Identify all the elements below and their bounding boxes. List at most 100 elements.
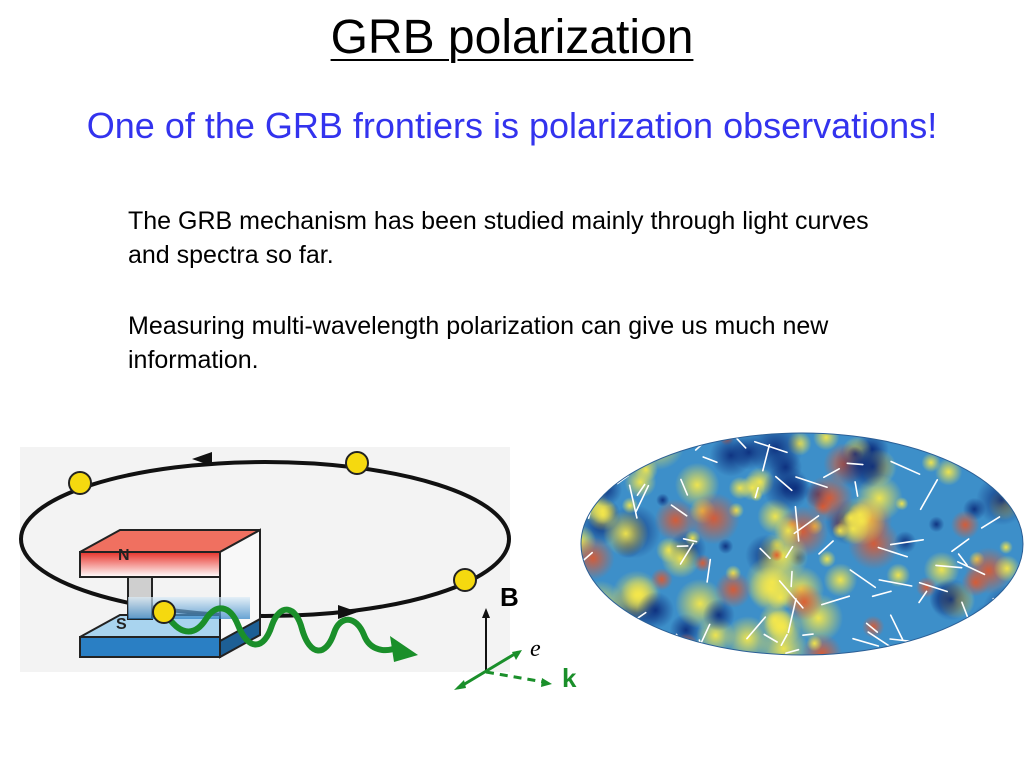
polarization-vector	[746, 616, 767, 640]
polarization-vector	[865, 622, 879, 633]
cmb-fluctuation	[617, 433, 662, 458]
cmb-fluctuation	[929, 578, 972, 621]
electron-4	[152, 600, 176, 624]
polarization-vector	[980, 516, 1001, 529]
cmb-fluctuation	[993, 555, 1021, 582]
cmb-fluctuation	[606, 621, 623, 638]
cmb-fluctuation	[603, 510, 649, 557]
electron-1	[68, 471, 92, 495]
polarization-vector	[889, 614, 904, 641]
polarization-vector	[854, 481, 859, 497]
cmb-fluctuation	[621, 497, 639, 514]
cmb-fluctuation	[935, 458, 963, 486]
polarization-vector	[821, 595, 851, 606]
cmb-fluctuation	[950, 510, 980, 540]
polarization-vector	[635, 484, 650, 513]
k-vector	[485, 670, 545, 684]
polarization-vector	[890, 460, 921, 476]
cmb-fluctuation	[728, 476, 752, 500]
field-vector-diagram: B e k	[454, 582, 577, 693]
cmb-fluctuation	[688, 492, 740, 545]
slide-subtitle: One of the GRB frontiers is polarization…	[86, 105, 938, 146]
polarization-vector	[957, 553, 968, 566]
polarization-vector	[1001, 433, 1023, 438]
polarization-vector	[754, 486, 759, 499]
cmb-fluctuation	[639, 637, 672, 655]
cmb-fluctuation	[805, 474, 854, 522]
paragraph-light-curves: The GRB mechanism has been studied mainl…	[128, 207, 869, 269]
polarization-vector	[919, 478, 939, 511]
cmb-fluctuation	[704, 649, 717, 655]
polarization-vector	[759, 547, 771, 560]
polarization-vector	[794, 505, 800, 542]
polarization-vector	[871, 590, 892, 598]
slide-title: GRB polarization	[330, 11, 694, 64]
cmb-fluctuation	[886, 563, 911, 588]
cmb-fluctuation	[988, 433, 1015, 446]
polarization-vector	[992, 597, 1012, 605]
polarization-vector	[778, 580, 804, 609]
polarization-vector	[823, 467, 841, 479]
cmb-fluctuation	[747, 566, 794, 612]
polarization-vector	[628, 484, 638, 519]
e-label: e	[530, 636, 541, 662]
cmb-fluctuation	[764, 609, 796, 642]
polarization-vector	[785, 545, 794, 559]
polarization-vector	[1007, 468, 1019, 475]
polarization-vector	[818, 540, 834, 555]
synchrotron-orbit-diagram: N S	[19, 447, 511, 672]
polarization-vector	[802, 633, 814, 636]
orbit-arrow-top-icon	[192, 452, 212, 466]
magnet-south-label: S	[116, 616, 127, 633]
electron-orbit	[19, 460, 511, 618]
cmb-fluctuation	[925, 629, 971, 655]
cmb-fluctuation	[709, 434, 752, 477]
polarization-vector	[787, 598, 797, 634]
cmb-fluctuation	[717, 538, 734, 554]
polarization-vector	[951, 538, 970, 553]
b-arrow-icon	[482, 608, 490, 618]
photon-wave	[165, 605, 401, 654]
polarization-vector	[763, 633, 778, 643]
polarization-vector	[790, 570, 793, 588]
polarization-vector	[780, 633, 788, 646]
cmb-fluctuation	[647, 433, 663, 449]
e-vector	[457, 650, 519, 690]
polarization-vector	[679, 542, 694, 565]
polarization-vector	[1009, 647, 1019, 655]
polarization-vector	[852, 637, 880, 647]
cmb-fluctuation	[763, 465, 810, 512]
polarization-vector	[956, 561, 986, 576]
polarization-vector	[650, 635, 677, 655]
polarization-vector	[775, 475, 793, 492]
cmb-fluctuation	[631, 433, 685, 470]
cmb-fluctuation	[581, 580, 627, 637]
cmb-fluctuation	[656, 493, 670, 507]
polarization-vector	[877, 546, 909, 558]
cmb-fluctuation	[998, 621, 1021, 644]
polarization-vector	[795, 476, 828, 489]
electron-3	[453, 568, 477, 592]
cmb-fluctuation	[588, 472, 623, 507]
e-arrow-icon-2	[512, 650, 522, 660]
photon-arrow-icon	[390, 636, 418, 662]
cmb-fluctuation	[770, 548, 784, 562]
polarization-vector	[935, 564, 963, 569]
k-arrow-icon	[541, 678, 552, 687]
cmb-fluctuation	[603, 460, 620, 477]
cmb-fluctuation	[928, 516, 945, 533]
electron-2	[345, 451, 369, 475]
cmb-fluctuation	[921, 453, 941, 473]
polarization-vector	[1005, 446, 1018, 455]
cmb-fluctuation	[702, 598, 735, 632]
polarization-vector	[762, 444, 771, 472]
cmb-fluctuation	[581, 478, 595, 496]
polarization-vector	[849, 569, 877, 589]
magnet-north-label: N	[118, 547, 130, 564]
e-arrow-icon-1	[454, 680, 466, 690]
cmb-fluctuation	[969, 602, 1014, 648]
polarization-vector	[846, 462, 864, 466]
cmb-fluctuation	[999, 540, 1013, 554]
cmb-fluctuation	[959, 629, 989, 655]
polarization-vector	[754, 440, 788, 454]
